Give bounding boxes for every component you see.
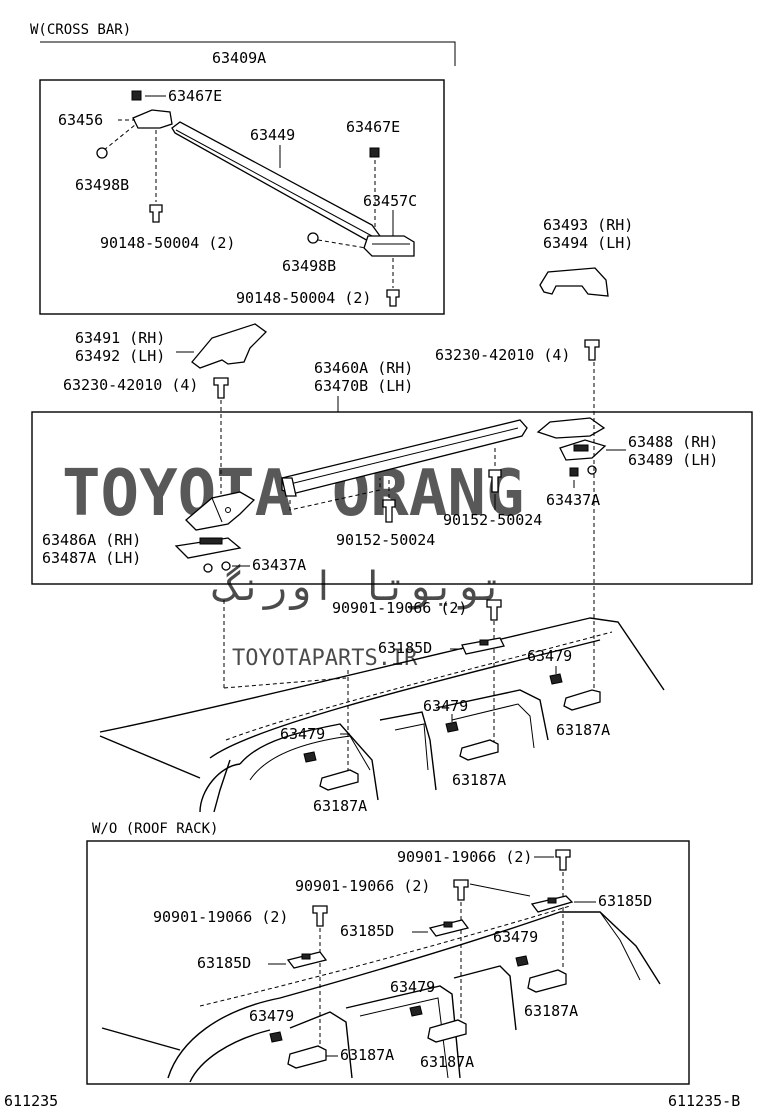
bolt-b90901-c [312, 905, 328, 927]
screw-90152-left [382, 499, 396, 523]
rail-mount-left [185, 491, 256, 531]
label-63493: 63493 (RH) [543, 216, 633, 234]
label-63479-3: 63479 [280, 725, 325, 743]
label-63230-2: 63230-42010 (4) [435, 346, 570, 364]
label-63486A: 63486A (RH) [42, 531, 141, 549]
cover-63493 [539, 267, 609, 297]
bracket-b63187A-a [527, 969, 567, 993]
label-90148-1: 90148-50004 (2) [100, 234, 235, 252]
label-63479-2: 63479 [423, 697, 468, 715]
no-roof-rack-box [86, 840, 690, 1085]
label-63498B-1: 63498B [75, 176, 129, 194]
roof-outline-1 [99, 617, 665, 733]
nut-63437A-right-b [587, 465, 597, 475]
cap-63498B-left [96, 147, 108, 159]
label-63470B: 63470B (LH) [314, 377, 413, 395]
clip-b63479-b [409, 1005, 423, 1017]
clip-63479-a [549, 673, 563, 685]
label-b63185D-2: 63185D [340, 922, 394, 940]
label-b63185D-3: 63185D [197, 954, 251, 972]
label-b63187A-1: 63187A [524, 1002, 578, 1020]
label-63230-1: 63230-42010 (4) [63, 376, 198, 394]
bolt-90901-a [486, 599, 502, 621]
clip-63467E-right [369, 147, 380, 158]
label-90152-1: 90152-50024 [443, 511, 542, 529]
label-90152-2: 90152-50024 [336, 531, 435, 549]
label-63467E-2: 63467E [346, 118, 400, 136]
clip-b63479-c [269, 1031, 283, 1043]
label-b63479-3: 63479 [249, 1007, 294, 1025]
label-63488: 63488 (RH) [628, 433, 718, 451]
label-b63185D-1: 63185D [598, 892, 652, 910]
label-90901-1: 90901-19066 (2) [332, 599, 467, 617]
label-63487A: 63487A (LH) [42, 549, 141, 567]
label-63467E-1: 63467E [168, 87, 222, 105]
label-63457C: 63457C [363, 192, 417, 210]
clip-63479-c [303, 751, 317, 763]
label-63479-1: 63479 [527, 647, 572, 665]
label-63187A-3: 63187A [313, 797, 367, 815]
label-63437A-1: 63437A [546, 491, 600, 509]
clip-63479-b [445, 721, 459, 733]
label-b63479-1: 63479 [493, 928, 538, 946]
end-bracket-left [132, 109, 173, 129]
footer-code-right: 611235-B [668, 1092, 740, 1110]
cap-63498B-right [307, 232, 319, 244]
label-b90901-2: 90901-19066 (2) [295, 877, 430, 895]
clip-63467E-left [131, 90, 142, 101]
nut-63437A-left-a [203, 563, 213, 573]
label-63492: 63492 (LH) [75, 347, 165, 365]
rail-mount-right [536, 417, 606, 439]
bracket-63409A [40, 41, 456, 66]
label-63456: 63456 [58, 111, 103, 129]
section-title-without-roof-rack: W/O (ROOF RACK) [92, 821, 218, 837]
bracket-63187A-b [459, 739, 499, 761]
bolt-b90901-a [555, 849, 571, 871]
label-63187A-2: 63187A [452, 771, 506, 789]
bracket-63187A-a [563, 689, 601, 711]
bolt-90148-right [386, 289, 400, 307]
watermark-arabic: تويوتا اورنگ [212, 563, 504, 610]
cover-63491 [191, 323, 267, 369]
label-b63187A-3: 63187A [340, 1046, 394, 1064]
roof-rail-part [281, 419, 528, 495]
bracket-b63187A-b [427, 1019, 467, 1043]
screw-90152-right [488, 469, 502, 493]
label-63185D-1: 63185D [378, 639, 432, 657]
bracket-63187A-c [319, 769, 359, 791]
label-63409A: 63409A [212, 49, 266, 67]
label-63498B-2: 63498B [282, 257, 336, 275]
label-63449: 63449 [250, 126, 295, 144]
label-b90901-1: 90901-19066 (2) [397, 848, 532, 866]
label-63494: 63494 (LH) [543, 234, 633, 252]
nut-63437A-left-b [221, 561, 231, 571]
label-90148-2: 90148-50004 (2) [236, 289, 371, 307]
bracket-b63187A-c [287, 1045, 327, 1069]
label-63489: 63489 (LH) [628, 451, 718, 469]
footer-code-left: 611235 [4, 1092, 58, 1110]
section-title-cross-bar: W(CROSS BAR) [30, 22, 131, 38]
label-b63187A-2: 63187A [420, 1053, 474, 1071]
bolt-63230-right [584, 339, 600, 361]
label-63437A-2: 63437A [252, 556, 306, 574]
label-b63479-2: 63479 [390, 978, 435, 996]
bolt-b90901-b [453, 879, 469, 901]
nut-63437A-right-a [569, 467, 579, 477]
label-63187A-1: 63187A [556, 721, 610, 739]
end-bracket-right [363, 235, 415, 257]
label-63460A: 63460A (RH) [314, 359, 413, 377]
clip-b63479-a [515, 955, 529, 967]
label-63491: 63491 (RH) [75, 329, 165, 347]
bolt-90148-left [149, 204, 163, 223]
label-b90901-3: 90901-19066 (2) [153, 908, 288, 926]
rail-group-box [31, 411, 753, 585]
cross-bar-group-box [39, 79, 445, 315]
bolt-63230-left [213, 377, 229, 399]
